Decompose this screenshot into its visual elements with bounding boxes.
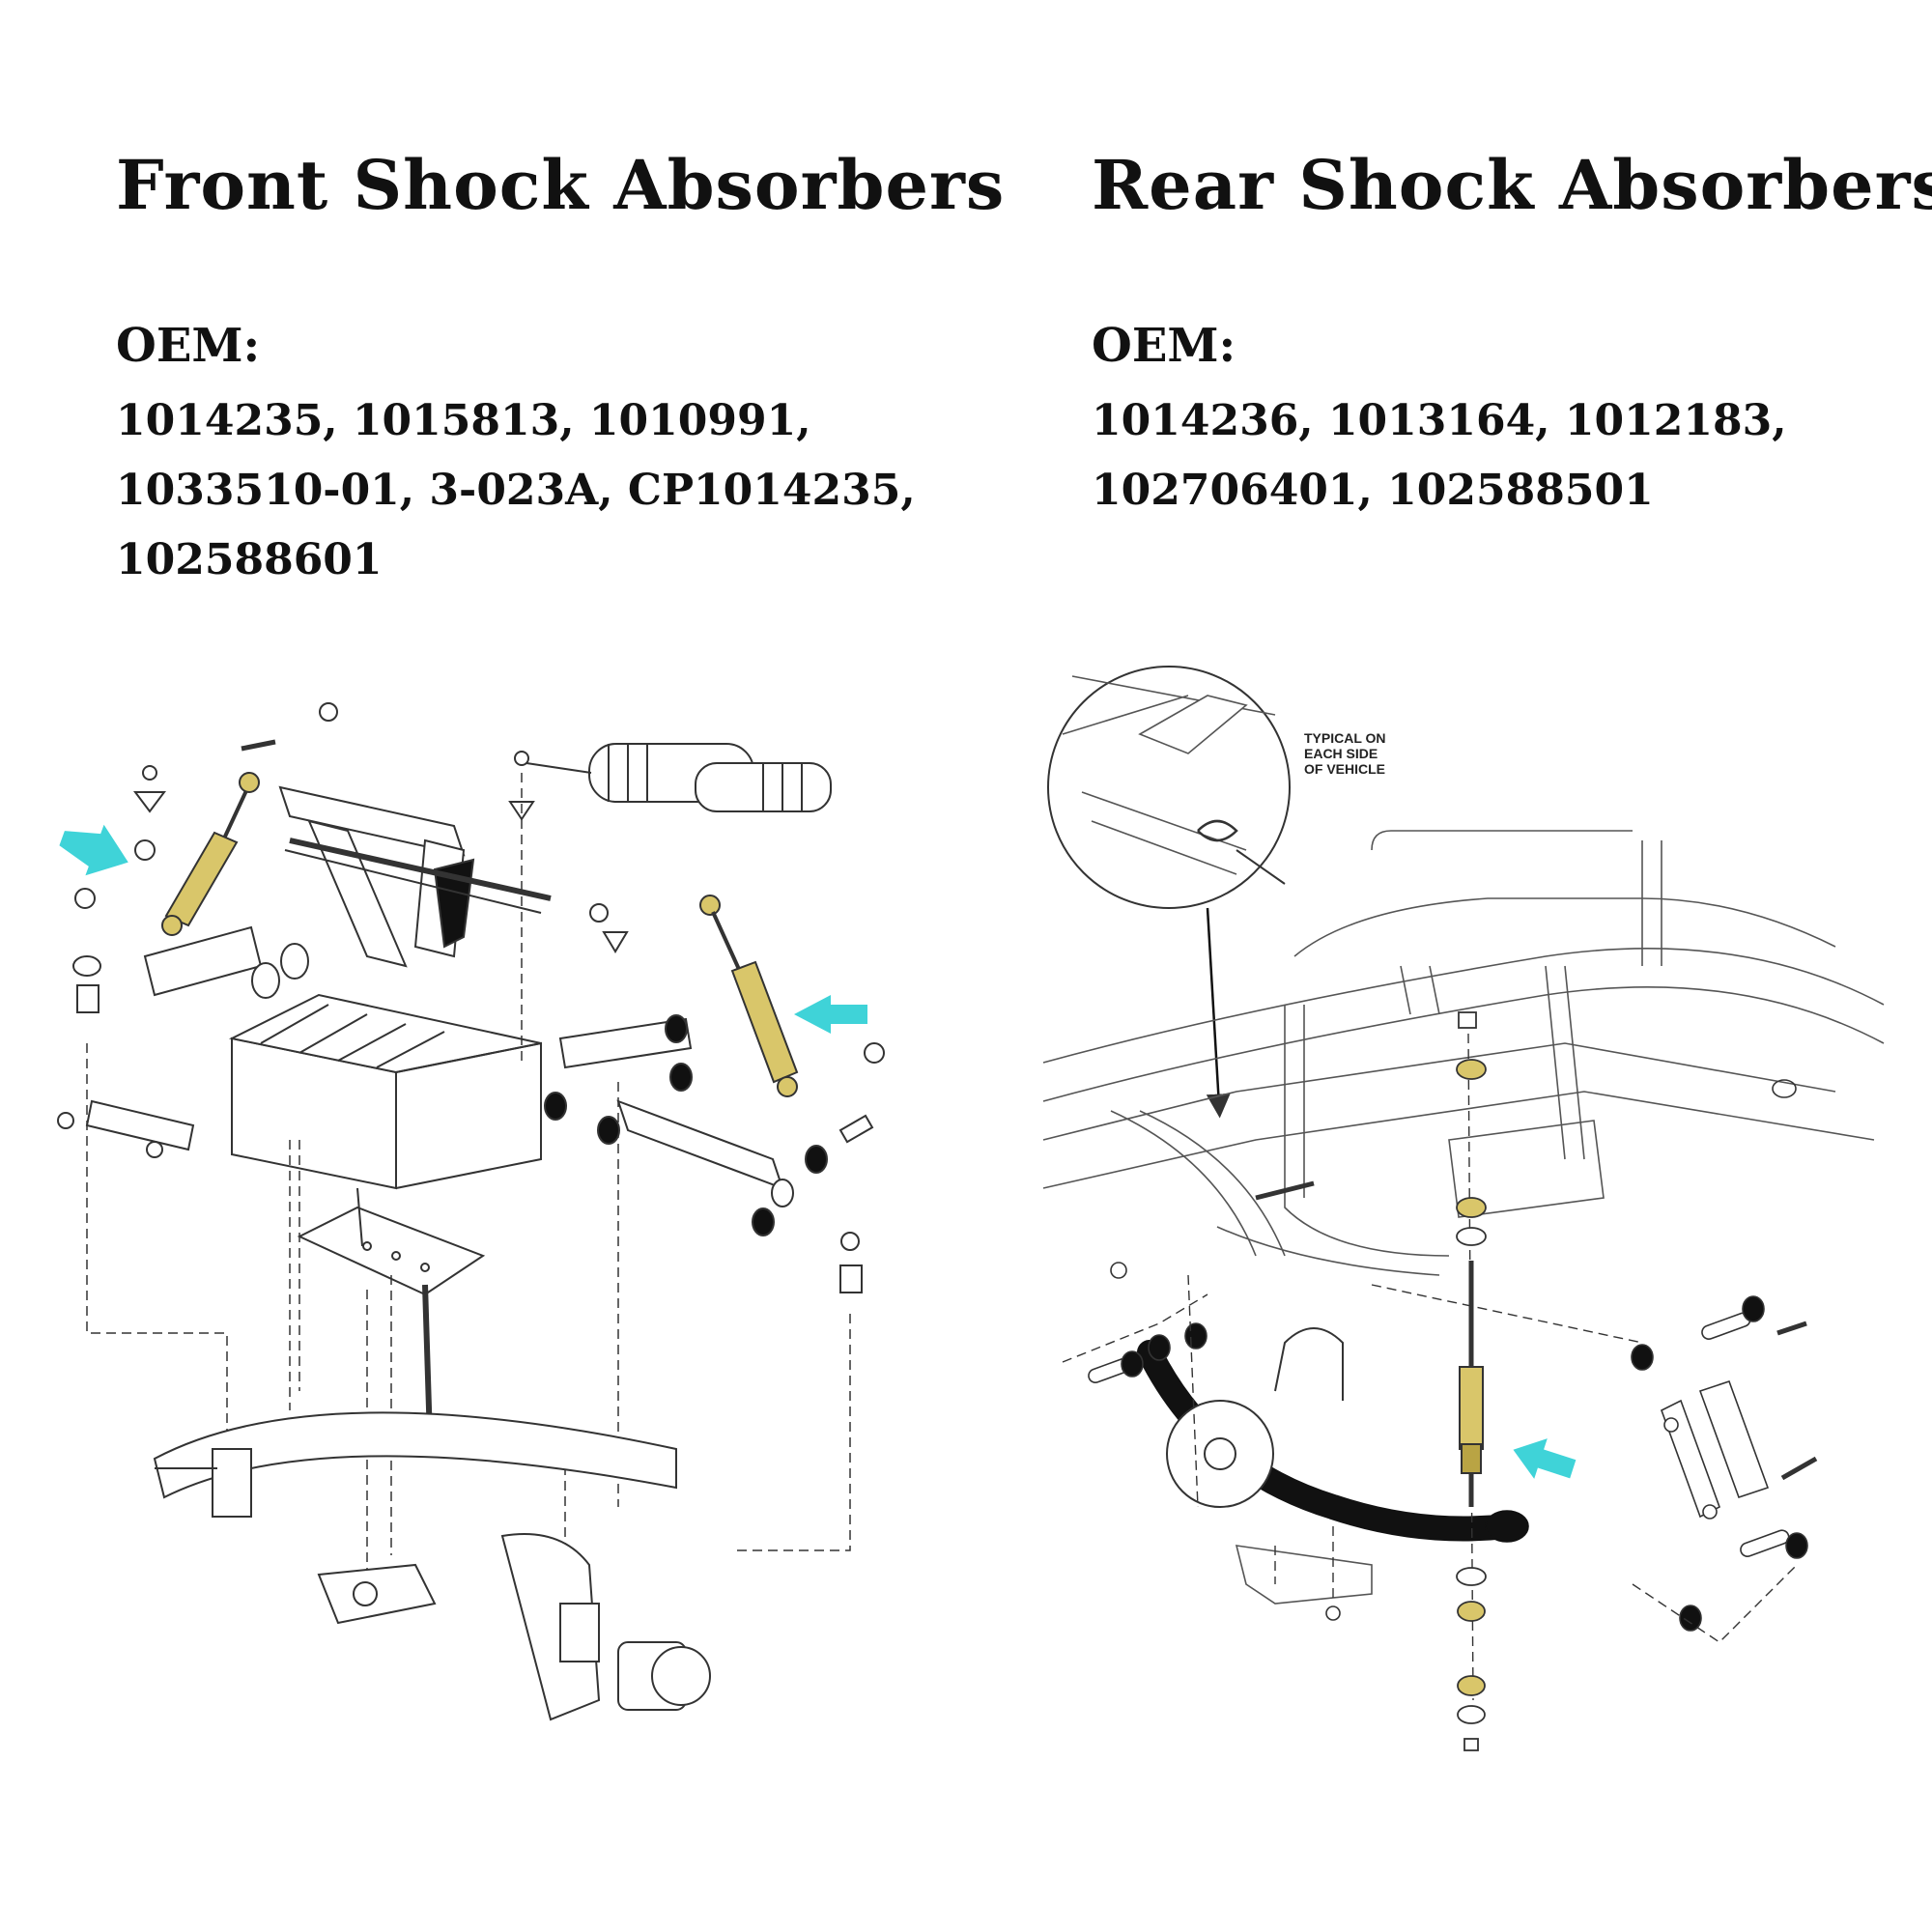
hardware-icon <box>72 702 885 1293</box>
shock-absorber-icon <box>161 772 260 936</box>
rear-oem-label: OEM: <box>1092 319 1236 373</box>
shackle-icon <box>1088 1180 1818 1632</box>
steering-rack-icon <box>508 743 832 821</box>
front-oem-line: 1033510-01, 3-023A, CP1014235, <box>116 466 916 515</box>
callout-note: TYPICAL ON EACH SIDE OF VEHICLE <box>1304 730 1386 777</box>
front-crossmember-icon <box>228 785 552 1190</box>
pointer-arrow-icon <box>794 995 867 1034</box>
rear-suspension-diagram <box>1042 666 1885 1751</box>
callout-line: EACH SIDE <box>1304 746 1378 761</box>
leaf-spring-icon <box>1137 1327 1529 1621</box>
detail-callout-icon <box>1047 666 1291 1119</box>
front-oem-line: 1014235, 1015813, 1010991, <box>116 396 811 445</box>
control-arm-icon <box>57 925 874 1236</box>
pointer-arrow-icon <box>1513 1438 1577 1479</box>
rear-oem-line: 102706401, 102588501 <box>1092 466 1654 515</box>
front-suspension-diagram <box>57 702 885 1721</box>
rear-title: Rear Shock Absorbers <box>1092 145 1932 225</box>
front-title: Front Shock Absorbers <box>116 145 1006 225</box>
pointer-arrow-icon <box>59 824 128 876</box>
front-panel: Front Shock Absorbers OEM: 1014235, 1015… <box>116 145 1004 595</box>
front-axle-icon <box>153 1411 711 1721</box>
bushing-icon <box>1456 1011 1487 1751</box>
front-oem-list: 1014235, 1015813, 1010991, 1033510-01, 3… <box>116 386 916 595</box>
mount-plate-icon <box>297 1206 486 1296</box>
rear-chassis-icon <box>1042 830 1885 1276</box>
rear-oem-list: 1014236, 1013164, 1012183, 102706401, 10… <box>1092 386 1787 526</box>
rear-panel: Rear Shock Absorbers OEM: 1014236, 10131… <box>966 0 1932 1932</box>
shock-absorber-icon <box>1459 1261 1484 1507</box>
callout-line: OF VEHICLE <box>1304 761 1386 777</box>
front-oem-label: OEM: <box>116 319 261 373</box>
front-oem-line: 102588601 <box>116 535 383 584</box>
rear-oem-line: 1014236, 1013164, 1012183, <box>1092 396 1787 445</box>
callout-line: TYPICAL ON <box>1304 730 1386 746</box>
shock-absorber-icon <box>699 895 799 1097</box>
